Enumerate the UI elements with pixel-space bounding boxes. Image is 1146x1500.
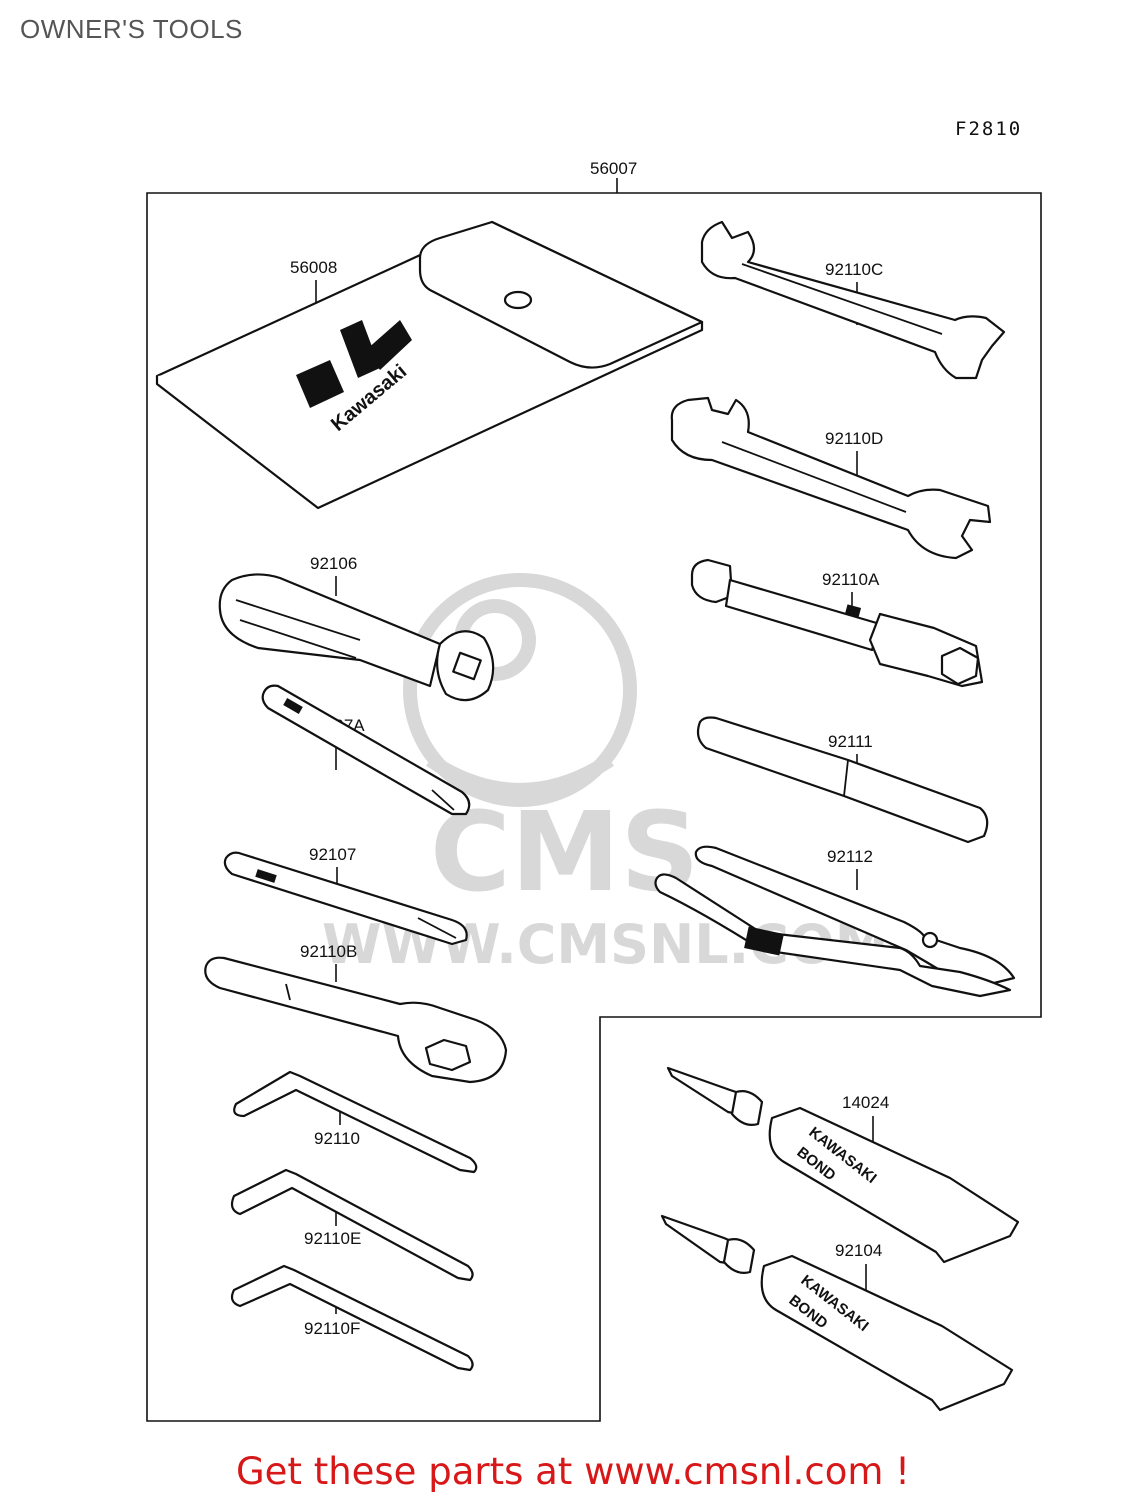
hex-key-92110F [230,1264,474,1372]
label-92110A: 92110A [822,570,880,589]
parts-diagram: CMS WWW.CMSNL.COM 56007 56008 92110C 921… [146,159,1042,1422]
hex-key-92110E [230,1168,474,1282]
hex-key-92110 [233,1070,478,1174]
label-92111: 92111 [828,732,873,751]
tool-pouch: Kawasaki [155,220,704,510]
driver-handle-92106 [218,573,495,702]
ring-spanner-92110B [204,956,508,1084]
label-92107: 92107 [309,845,356,864]
label-92110C: 92110C [825,260,883,279]
label-92110F: 92110F [304,1319,360,1338]
label-92104: 92104 [835,1241,882,1260]
watermark-mascot-mouth-icon [426,754,614,797]
watermark-mascot-icon [403,573,637,807]
label-92110E: 92110E [304,1229,361,1248]
label-56008: 56008 [290,258,337,277]
bond-tube-14024: KAWASAKI BOND [666,1066,1020,1264]
kit-frame [146,192,1042,1422]
watermark-brand: CMS [430,788,699,916]
label-92110D: 92110D [825,429,883,448]
screwdriver-bit-92107A [261,684,471,816]
label-92106: 92106 [310,554,357,573]
kawasaki-logo-icon [296,360,344,408]
label-56007: 56007 [590,159,637,178]
wrench-92110D [670,396,992,560]
footer-cta-link[interactable]: Get these parts at www.cmsnl.com ! [235,1450,910,1493]
bond-tube-92104: KAWASAKI BOND [660,1214,1014,1412]
spark-plug-wrench-92110A [690,558,984,688]
wrench-92110C [700,220,1006,380]
label-14024: 14024 [842,1093,889,1112]
figure-code: F2810 [955,118,1023,140]
label-92112: 92112 [827,847,873,866]
screwdriver-bit-92107 [223,851,468,946]
label-92110: 92110 [314,1129,360,1148]
pliers-92112 [654,845,1016,998]
label-92110B: 92110B [300,942,357,961]
page-title: OWNER'S TOOLS [20,14,243,44]
extension-bar-92111 [696,716,989,844]
